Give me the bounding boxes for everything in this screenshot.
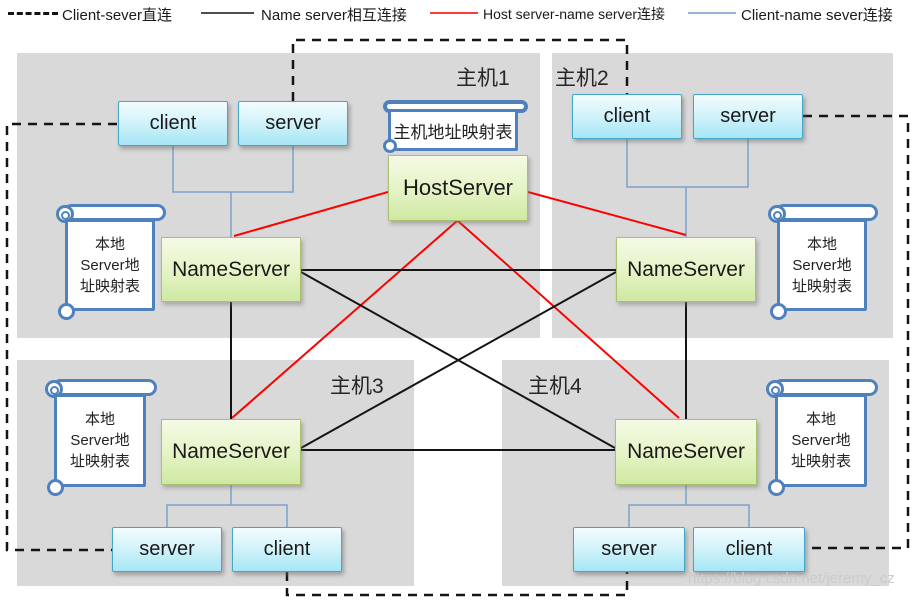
scroll-curl — [47, 479, 64, 496]
scroll-body: 本地 Server地 址映射表 — [65, 219, 155, 311]
legend-solid-line-sample — [201, 12, 254, 14]
scroll-text-line: 址映射表 — [790, 453, 851, 470]
host3-title: 主机3 — [330, 375, 384, 398]
host2-local-map-scroll: 本地 Server地 址映射表 — [768, 204, 878, 320]
scroll-text-line: 址映射表 — [791, 277, 852, 295]
legend-label-client-direct: Client-sever直连 — [62, 7, 173, 24]
legend-dashed-line-sample — [8, 12, 58, 15]
scroll-curl — [383, 139, 397, 153]
scroll-body: 本地 Server地 址映射表 — [54, 394, 146, 487]
host-address-map-scroll: 主机地址映射表 — [383, 100, 530, 153]
host3-nameserver-box: NameServer — [161, 419, 301, 485]
scroll-text-line: 本地 — [84, 411, 115, 428]
watermark-text: https://blog.csdn.net/jeremy_cz — [688, 570, 895, 587]
host2-nameserver-box: NameServer — [616, 237, 756, 302]
host4-client-box: client — [693, 527, 805, 572]
scroll-text-line: Server地 — [80, 256, 140, 274]
host2-server-box: server — [693, 94, 803, 139]
host3-local-map-scroll: 本地 Server地 址映射表 — [45, 379, 157, 496]
scroll-body: 本地 Server地 址映射表 — [777, 219, 867, 311]
legend-label-client-nameserver-link: Client-name sever连接 — [741, 7, 893, 24]
host1-nameserver-box: NameServer — [161, 237, 301, 302]
scroll-curl — [768, 479, 785, 496]
scroll-spiral-icon — [768, 205, 786, 223]
scroll-curl — [770, 303, 787, 320]
legend-label-hostserver-link: Host server-name server连接 — [483, 6, 666, 22]
host1-server-box: server — [238, 101, 348, 146]
host3-client-box: client — [232, 527, 342, 572]
scroll-text-line: 本地 — [806, 235, 837, 253]
scroll-body: 本地 Server地 址映射表 — [775, 394, 867, 487]
scroll-text-line: 本地 — [94, 235, 125, 253]
scroll-curl — [58, 303, 75, 320]
scroll-text-line: 本地 — [805, 411, 836, 428]
host1-local-map-scroll: 本地 Server地 址映射表 — [56, 204, 166, 320]
host1-client-box: client — [118, 101, 228, 146]
host-address-map-label: 主机地址映射表 — [393, 122, 513, 142]
legend-blue-line-sample — [688, 12, 736, 14]
scroll-text-line: Server地 — [792, 256, 852, 274]
scroll-text-line: 址映射表 — [69, 453, 130, 470]
scroll-body: 主机地址映射表 — [388, 109, 518, 151]
host4-local-map-scroll: 本地 Server地 址映射表 — [766, 379, 878, 496]
legend-red-line-sample — [430, 12, 478, 14]
scroll-text-line: Server地 — [791, 432, 851, 449]
scroll-text-line: Server地 — [70, 432, 130, 449]
host2-client-box: client — [572, 94, 682, 139]
hostserver-box: HostServer — [388, 155, 528, 221]
scroll-text-line: 址映射表 — [79, 277, 140, 295]
host4-server-box: server — [573, 527, 685, 572]
host1-title: 主机1 — [456, 67, 510, 90]
legend-label-nameserver-link: Name server相互连接 — [261, 7, 407, 24]
host2-title: 主机2 — [555, 67, 609, 90]
host4-nameserver-box: NameServer — [615, 419, 757, 485]
host4-title: 主机4 — [528, 375, 582, 398]
host3-server-box: server — [112, 527, 222, 572]
